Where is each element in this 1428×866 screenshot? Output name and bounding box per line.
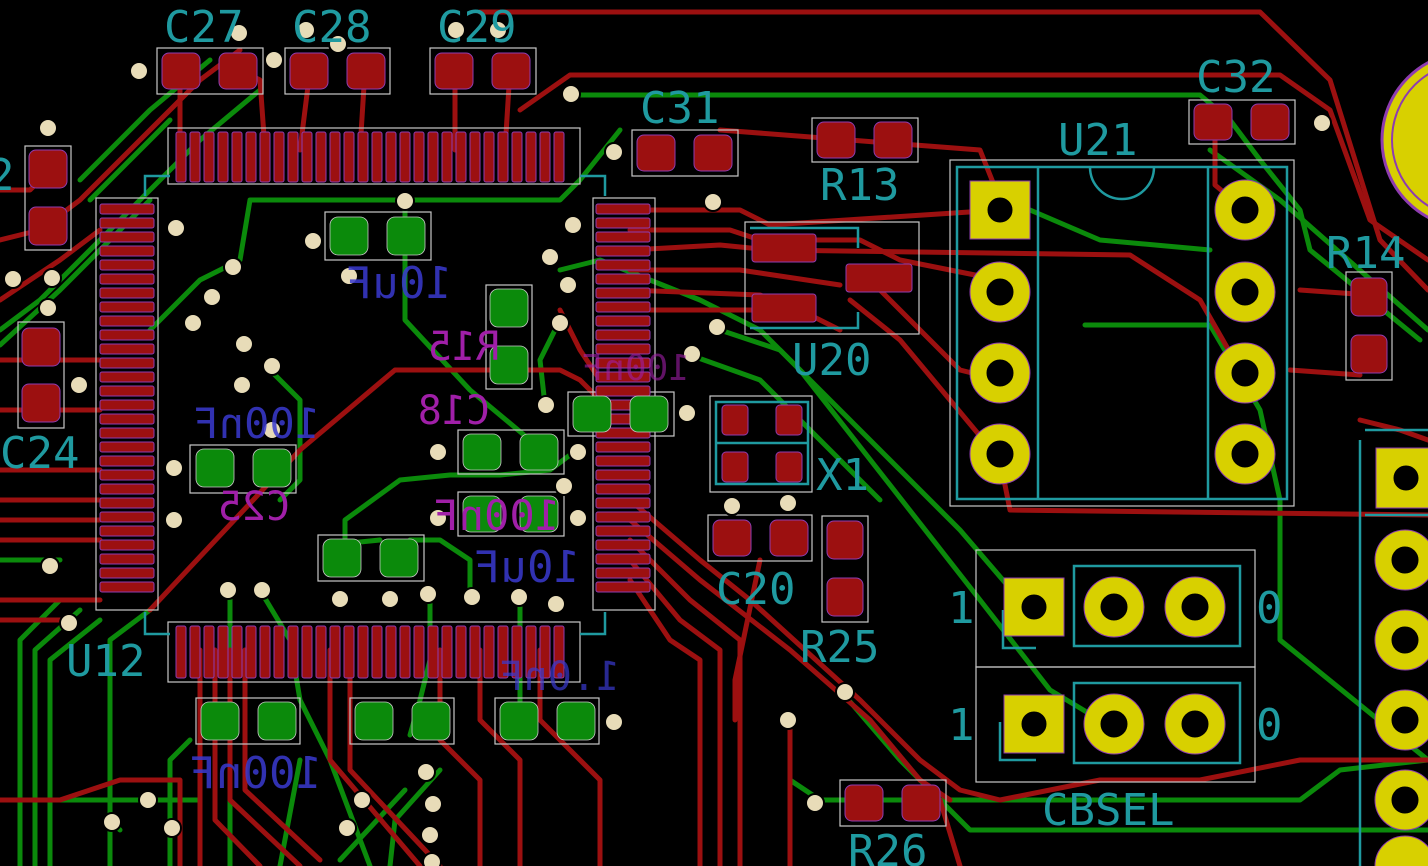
back-silkscreen-text: 10uF R15 C18 100nF C25 100nF 10uF 100nF …: [190, 258, 690, 799]
smd-pads-front: [21, 52, 1388, 822]
label-c29: C29: [437, 2, 516, 53]
label-r14: R14: [1326, 228, 1405, 279]
courtyards: [17, 47, 1393, 827]
label-r25: R25: [800, 622, 879, 673]
back-label-100nf-c: 100nF: [190, 748, 322, 799]
c29-pads: [434, 52, 531, 90]
label-partial-left: 2: [0, 150, 15, 201]
label-r26: R26: [848, 826, 927, 866]
vias: [3, 20, 1332, 866]
smd-pads-back: [195, 216, 669, 741]
c20-pads: [712, 519, 809, 557]
back-label-10uf-a: 10uF: [346, 258, 452, 309]
label-u20: U20: [792, 335, 871, 386]
back-label-1nf: 1.0nF: [500, 654, 620, 700]
back-label-100nf-b: 100nF: [434, 491, 560, 540]
label-c31: C31: [640, 83, 719, 134]
c31-pads: [636, 134, 733, 172]
label-c27: C27: [164, 2, 243, 53]
c28-pads: [289, 52, 386, 90]
silkscreen-outlines: [143, 165, 1428, 866]
label-c32: C32: [1196, 52, 1275, 103]
r14-pads: [1350, 277, 1388, 374]
x1-pads: [721, 404, 803, 483]
through-hole-pads: [969, 60, 1428, 866]
label-c28: C28: [292, 2, 371, 53]
u12-right-pins: [595, 203, 651, 593]
label-x1: X1: [816, 450, 869, 501]
large-mounting-pad: [1380, 60, 1428, 220]
label-c20: C20: [716, 564, 795, 615]
u20-pads: [751, 233, 913, 323]
c27-pads: [161, 52, 258, 90]
c24-pads: [21, 327, 61, 423]
label-jumper2-0: 0: [1256, 700, 1283, 751]
back-label-10uf-b: 10uF: [474, 542, 580, 593]
r26-pads: [844, 784, 941, 822]
c32-pads: [1193, 103, 1290, 141]
r13-pads: [816, 121, 913, 159]
label-u21: U21: [1058, 115, 1137, 166]
u12-left-pins: [99, 203, 155, 593]
label-cbsel: CBSEL: [1042, 785, 1174, 836]
u12-top-pins: [175, 131, 565, 183]
back-label-r15: R15: [428, 324, 500, 370]
label-u12: U12: [66, 636, 145, 687]
u12-bottom-pins: [175, 625, 565, 679]
back-label-100nf-a: 100nF: [194, 399, 320, 448]
back-label-misc: 100nF: [582, 348, 690, 389]
label-jumper2-1: 1: [948, 700, 975, 751]
c-left-pads: [28, 149, 68, 246]
back-label-c25: C25: [218, 484, 290, 530]
label-jumper1-1: 1: [948, 583, 975, 634]
label-r13: R13: [820, 160, 899, 211]
back-label-c18: C18: [418, 388, 490, 434]
label-c24: C24: [0, 428, 79, 479]
label-jumper1-0: 0: [1256, 583, 1283, 634]
r25-pads: [826, 520, 864, 617]
